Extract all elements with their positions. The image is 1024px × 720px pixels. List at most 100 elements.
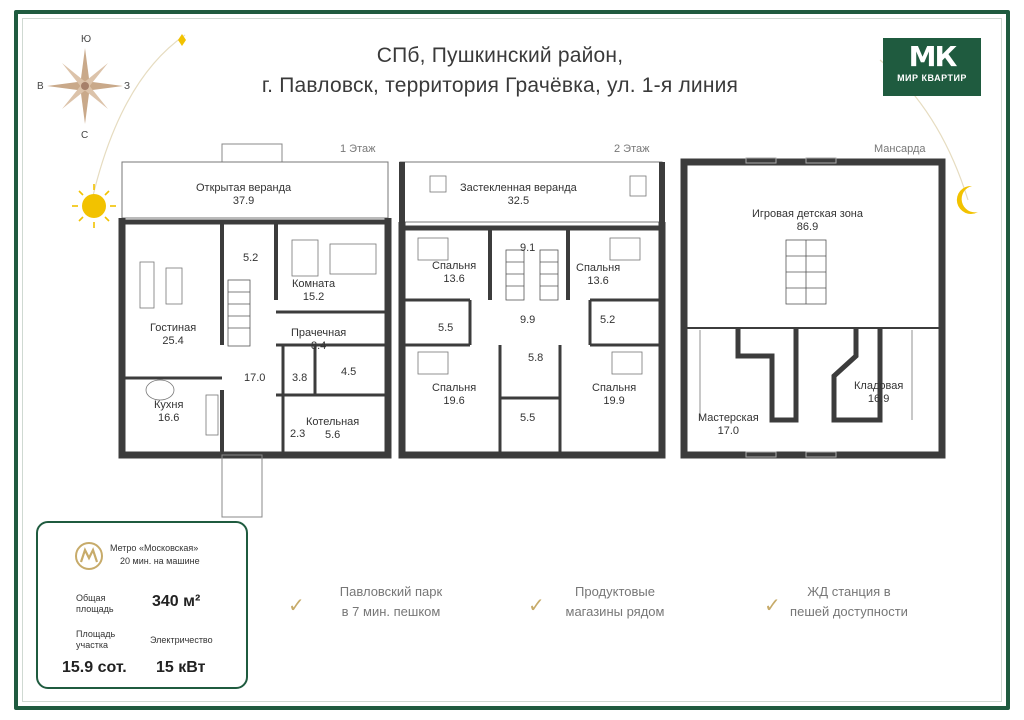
- room-name: Открытая веранда: [196, 182, 292, 194]
- metro-name: Метро «Московская»: [110, 543, 199, 553]
- sun-icon: [72, 184, 116, 228]
- total-area-label-2: площадь: [76, 604, 114, 614]
- room-name: Застекленная веранда: [460, 182, 577, 194]
- room-area: 37.9: [232, 195, 255, 207]
- room-bath-2: 5.2: [600, 314, 615, 327]
- title-line-1: СПб, Пушкинский район,: [376, 44, 624, 67]
- room-small-a: 3.8: [292, 372, 307, 385]
- compass-north-label: Ю: [81, 34, 92, 45]
- logo-text: МИР КВАРТИР: [897, 73, 967, 83]
- total-area-label-1: Общая: [76, 593, 106, 603]
- outer-frame: [14, 10, 1010, 710]
- compass-rose-icon: [47, 48, 123, 124]
- room-hall-top: 9.1: [520, 242, 535, 255]
- brand-logo: МК МИР КВАРТИР: [883, 38, 981, 96]
- plot-label-2: участка: [76, 640, 108, 650]
- room-area: 19.6: [443, 395, 465, 407]
- room-area: 9.9: [520, 314, 536, 326]
- room-area: 13.6: [443, 273, 465, 285]
- plot-value: 15.9 сот.: [62, 659, 127, 676]
- star-icon: [178, 34, 186, 46]
- room-hall-center: 9.9: [520, 314, 535, 327]
- second-floor-plan: [398, 161, 666, 459]
- room-name: Мастерская: [698, 412, 759, 424]
- feature-park-line2: в 7 мин. пешком: [341, 604, 441, 619]
- room-area: 8.4: [310, 340, 327, 352]
- power-label: Электричество: [150, 635, 213, 645]
- logo-mark: МК: [908, 40, 958, 73]
- room-area: 5.8: [528, 352, 544, 364]
- room-small-c: 2.3: [290, 428, 305, 441]
- feature-park: Павловский парк в 7 мин. пешком: [296, 582, 486, 622]
- feature-shops-line2: магазины рядом: [565, 604, 665, 619]
- room-name: Спальня: [592, 382, 637, 394]
- room-area: 5.6: [324, 429, 341, 441]
- total-area-value: 340 м²: [152, 593, 201, 610]
- first-floor-plan: [118, 143, 392, 518]
- room-area: 5.5: [438, 322, 454, 334]
- room-area: 86.9: [796, 221, 819, 233]
- room-area: 5.2: [243, 252, 259, 264]
- room-area: 5.5: [520, 412, 536, 424]
- property-info-card: Метро «Московская» 20 мин. на машине Общ…: [36, 521, 248, 689]
- room-area: 16.6: [158, 412, 180, 424]
- room-area: 19.9: [603, 395, 625, 407]
- room-area: 9.1: [520, 242, 536, 254]
- room-name: Гостиная: [150, 322, 197, 334]
- sun-path-left: [91, 34, 186, 201]
- room-name: Котельная: [306, 416, 360, 428]
- room-name: Комната: [292, 278, 336, 290]
- room-bath-3: 5.8: [528, 352, 543, 365]
- room-small-b: 4.5: [341, 366, 356, 379]
- metro-time: 20 мин. на машине: [120, 556, 200, 566]
- attic-floor-label: Мансарда: [874, 143, 926, 155]
- moon-icon: [956, 185, 978, 214]
- room-name: Кухня: [154, 399, 184, 411]
- plot-label-1: Площадь: [76, 629, 116, 639]
- room-area: 32.5: [507, 195, 530, 207]
- room-bath-1: 5.5: [438, 322, 453, 335]
- feature-shops-line1: Продуктовые: [575, 584, 655, 599]
- room-name: Игровая детская зона: [752, 208, 864, 220]
- room-name: Прачечная: [291, 327, 347, 339]
- compass-east-label: З: [124, 81, 131, 92]
- feature-shops: Продуктовые магазины рядом: [520, 582, 710, 622]
- title-line-2: г. Павловск, территория Грачёвка, ул. 1-…: [261, 74, 739, 97]
- compass-south-label: С: [81, 130, 89, 141]
- inner-frame: [22, 18, 1002, 702]
- feature-railway: ЖД станция в пешей доступности: [754, 582, 944, 622]
- room-name: Спальня: [432, 382, 477, 394]
- room-area: 25.4: [162, 335, 184, 347]
- room-area: 15.2: [302, 291, 325, 303]
- feature-park-line1: Павловский парк: [339, 584, 443, 599]
- room-bath-4: 5.5: [520, 412, 535, 425]
- first-floor-label: 1 Этаж: [340, 143, 376, 155]
- checkmark-icon: ✓: [528, 595, 545, 617]
- compass-west-label: В: [37, 81, 44, 92]
- attic-floor-plan: [680, 157, 946, 459]
- checkmark-icon: ✓: [764, 595, 781, 617]
- second-floor-label: 2 Этаж: [614, 143, 650, 155]
- room-area: 4.5: [341, 366, 357, 378]
- metro-icon: [75, 542, 103, 570]
- feature-railway-line1: ЖД станция в: [807, 584, 891, 599]
- room-area: 2.3: [290, 428, 306, 440]
- room-area: 17.0: [717, 425, 740, 437]
- room-area: 5.2: [600, 314, 616, 326]
- room-name: Спальня: [432, 260, 477, 272]
